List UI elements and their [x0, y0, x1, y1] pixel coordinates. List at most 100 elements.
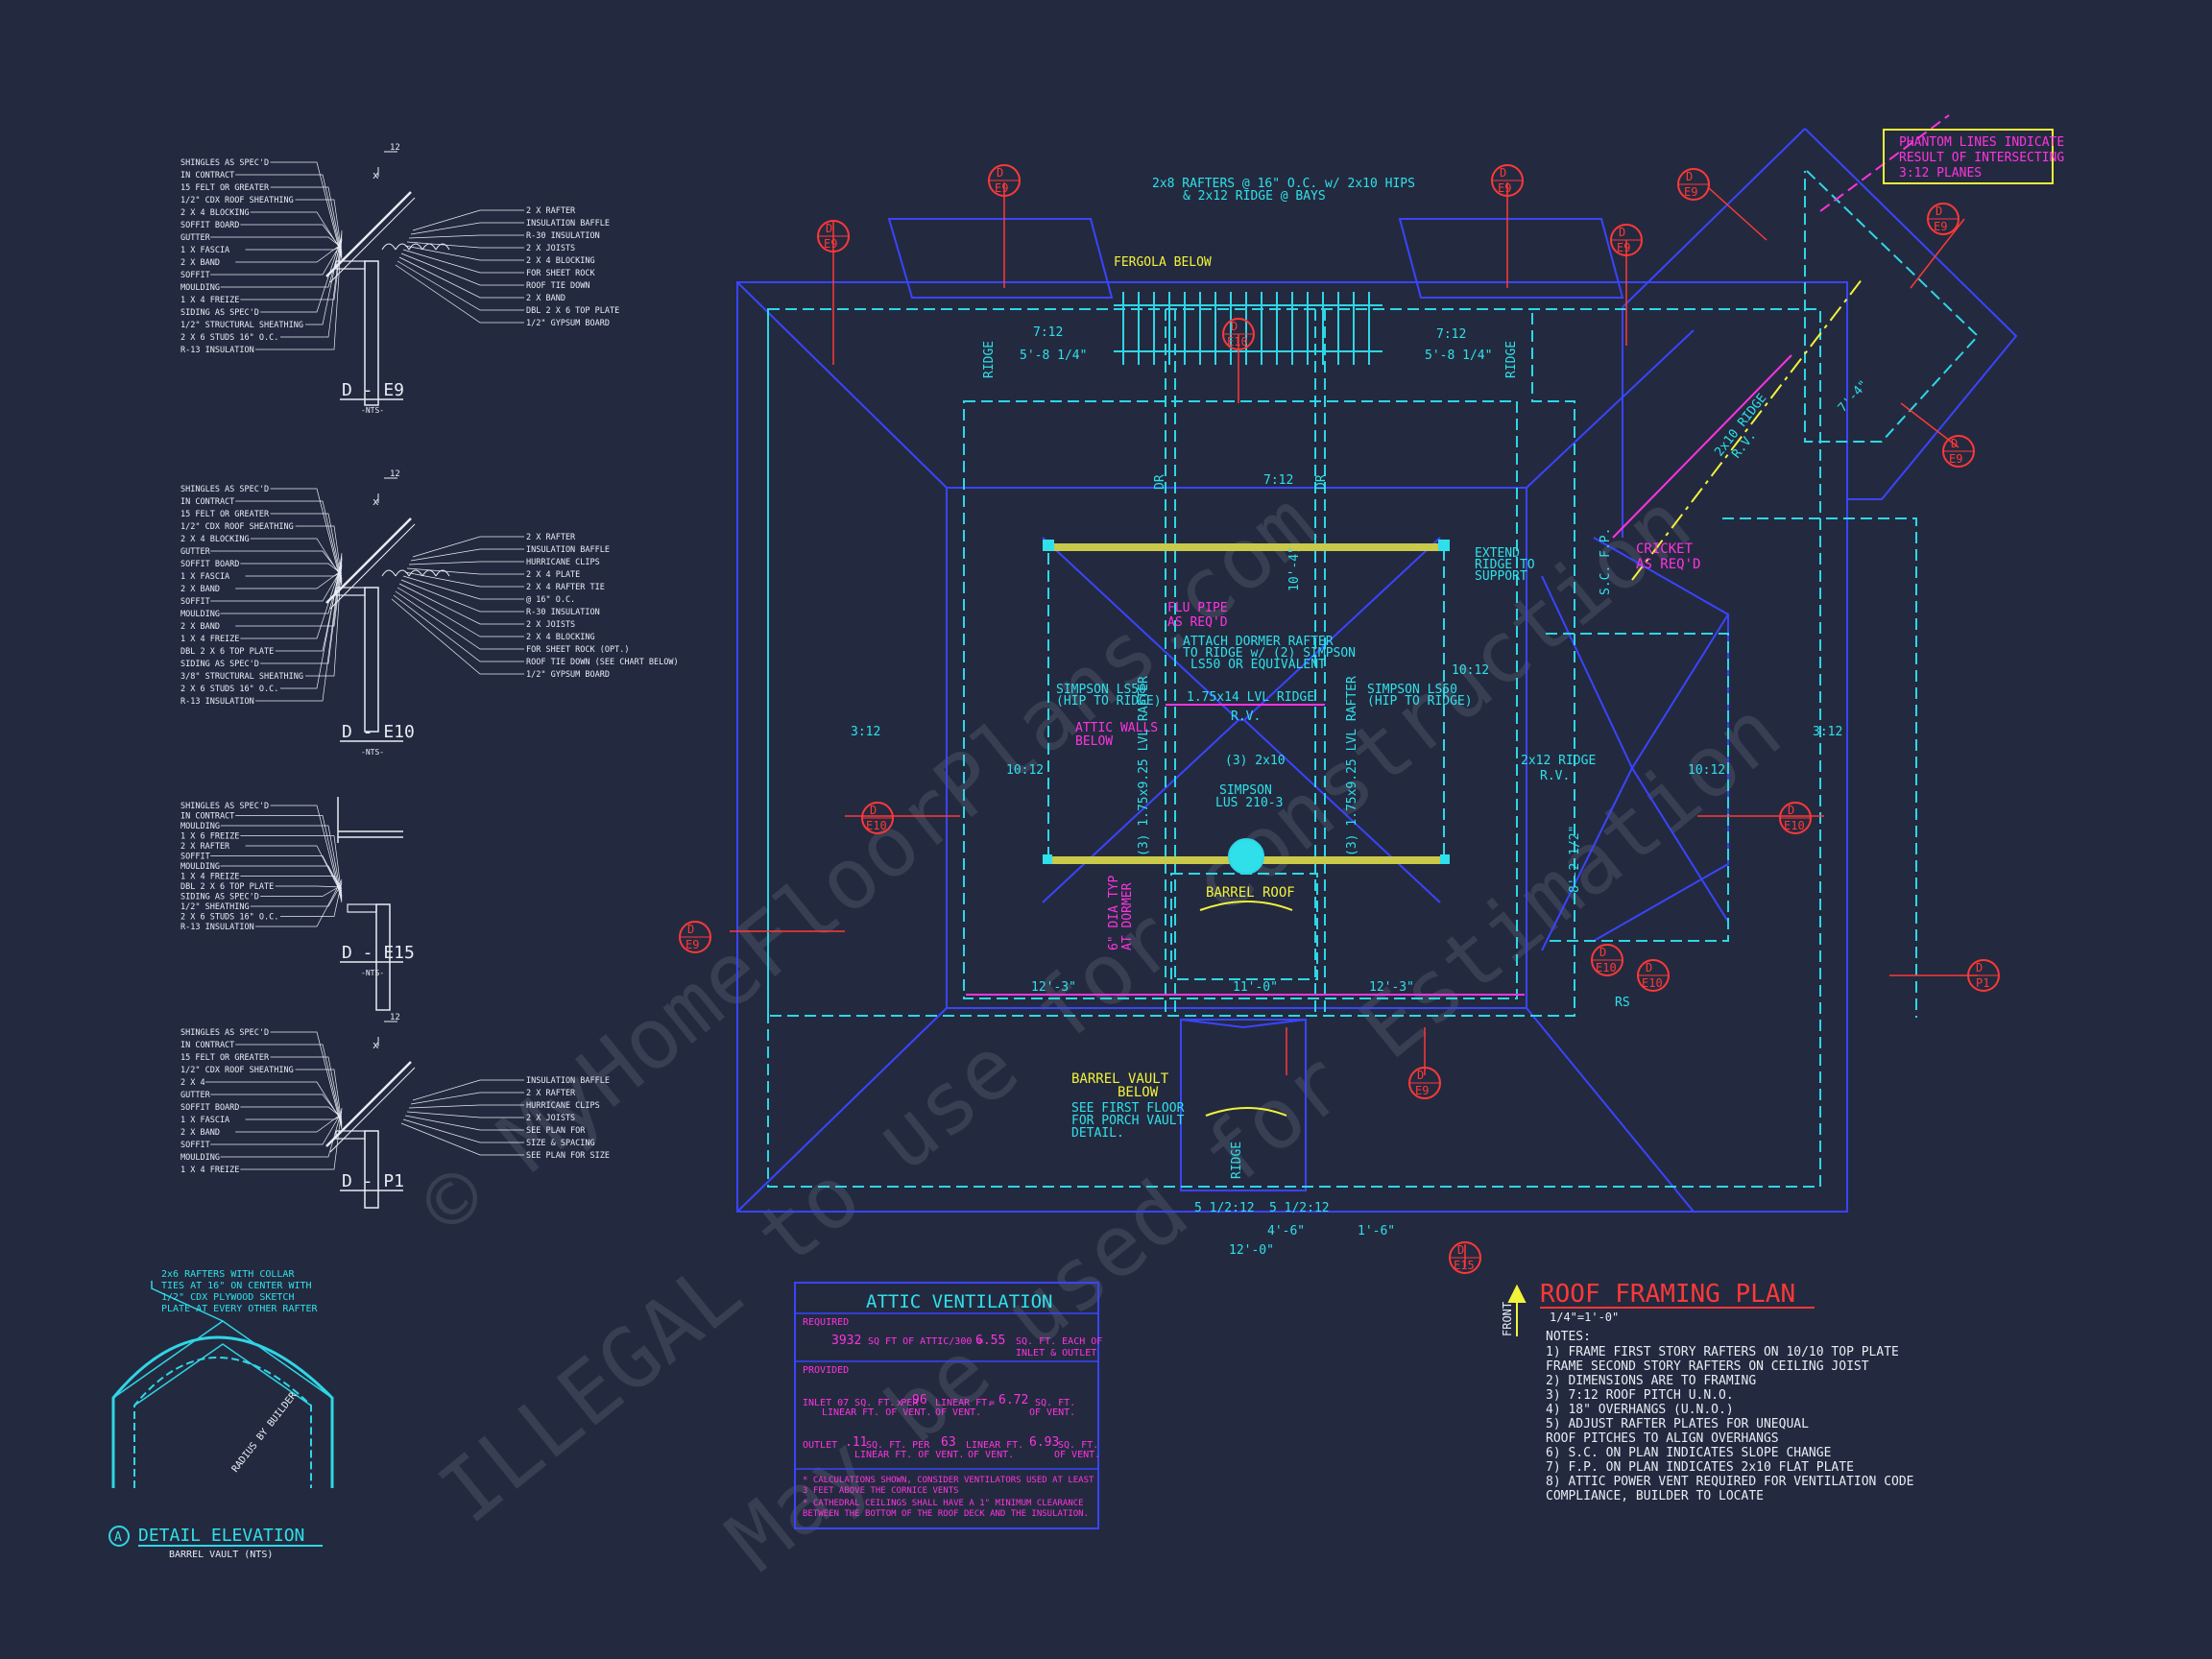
vent-outlet-val1: .11 [845, 1435, 867, 1450]
det-a-1: DET [1235, 844, 1258, 858]
leader-line [402, 1118, 524, 1143]
vent-req-text: SQ FT OF ATTIC/300 = [868, 1336, 983, 1347]
svg-text:D: D [1936, 204, 1942, 218]
svg-text:D: D [870, 804, 877, 817]
svg-text:E9: E9 [1617, 241, 1630, 254]
detail-label: MOULDING [180, 610, 220, 619]
detail-label: 2 X BAND [180, 1128, 220, 1138]
svg-text:E10: E10 [1227, 335, 1248, 349]
attach-dormer-2: TO RIDGE w/ (2) SIMPSON [1183, 646, 1356, 661]
notes-title: NOTES: [1546, 1330, 1591, 1344]
extend-ridge-3: SUPPORT [1475, 569, 1527, 584]
detail-label: 2 X BAND [526, 294, 565, 303]
svg-text:D: D [1686, 170, 1693, 183]
detail-label: SIDING AS SPEC'D [180, 660, 259, 669]
simpson-right-1: SIMPSON LS50 [1367, 683, 1457, 697]
detail-label: GUTTER [180, 1091, 211, 1100]
roof-right-wing [1622, 128, 2018, 538]
lvl-rafter-r: (3) 1.75x9.25 LVL RAFTER [1345, 676, 1359, 856]
svg-text:D: D [1599, 946, 1606, 959]
leader-line [235, 569, 343, 589]
leader-line [245, 1115, 343, 1120]
dim-d11: 7'-4" [1836, 378, 1871, 416]
svg-text:x: x [373, 1039, 379, 1051]
detail-label: 1/2" GYPSUM BOARD [526, 319, 610, 328]
vent-note2-2: BETWEEN THE BOTTOM OF THE ROOF DECK AND … [803, 1509, 1089, 1519]
detail-label: 2 X 4 BLOCKING [180, 208, 250, 218]
pitch-2: 7:12 [1436, 327, 1466, 342]
detail-label: DBL 2 X 6 TOP PLATE [180, 882, 274, 892]
detail-label: MOULDING [180, 822, 220, 831]
detail-label: SOFFIT BOARD [180, 221, 239, 230]
vent-outlet-res: 6.93 [1029, 1435, 1059, 1450]
vent-req-unit-2: INLET & OUTLET [1016, 1348, 1096, 1358]
dim-d9: 1'-6" [1358, 1224, 1395, 1238]
detail-label: INSULATION BAFFLE [526, 219, 610, 228]
leader-line [270, 1056, 343, 1126]
svg-text:12: 12 [390, 1013, 400, 1022]
leader-line [412, 536, 524, 558]
leader-line [255, 229, 343, 350]
svg-text:D: D [826, 222, 832, 235]
svg-text:E9: E9 [685, 938, 699, 951]
vent-req-value: 3932 [831, 1334, 861, 1348]
note-1: 1) FRAME FIRST STORY RAFTERS ON 10/10 TO… [1546, 1345, 1899, 1359]
detail-label: SOFFIT [180, 1141, 210, 1150]
dim-d4: 11'-0" [1233, 980, 1278, 995]
leader-line [305, 233, 343, 325]
leader-line [406, 567, 524, 575]
det-a-2: A [1242, 857, 1250, 872]
note-8b: COMPLIANCE, BUILDER TO LOCATE [1546, 1489, 1764, 1503]
dormer-2: AT DORMER [1120, 882, 1135, 950]
elev-note-4: PLATE AT EVERY OTHER RAFTER [161, 1304, 319, 1314]
detail-label: SHINGLES AS SPEC'D [180, 802, 269, 811]
bubble-e9-6: DE9 [1408, 1067, 1441, 1099]
detail-label: SOFFIT [180, 853, 210, 862]
detail-nts: -NTS- [361, 406, 384, 415]
leader-line [250, 882, 343, 907]
detail-label: 1 X FASCIA [180, 572, 229, 582]
vent-outlet-sqr: SQ. FT. [1058, 1440, 1098, 1451]
leader-line [395, 590, 524, 650]
bubble-e9-2: DE9 [1491, 164, 1524, 197]
attic-walls-2: BELOW [1075, 734, 1113, 749]
dr-1: DR [1153, 474, 1167, 490]
detail-label: SIDING AS SPEC'D [180, 308, 259, 318]
detail-label: R-13 INSULATION [180, 697, 254, 707]
detail-label: HURRICANE CLIPS [526, 1101, 600, 1111]
vent-title: ATTIC VENTILATION [866, 1291, 1052, 1312]
cricket-2: AS REQ'D [1636, 557, 1700, 572]
leader-line [270, 1031, 343, 1130]
svg-text:E10: E10 [1784, 819, 1805, 832]
vent-provided: PROVIDED [803, 1365, 849, 1376]
detail-label: SHINGLES AS SPEC'D [180, 1028, 269, 1038]
sc-fp: S.C. F.P. [1599, 528, 1613, 595]
detail-label: 1/2" CDX ROOF SHEATHING [180, 1066, 294, 1075]
detail-label: INSULATION BAFFLE [526, 1076, 610, 1086]
post-br [1440, 854, 1450, 864]
vent-outlet-of: OF VENT. [968, 1450, 1014, 1460]
detail-label: GUTTER [180, 547, 211, 557]
leader-line [210, 1111, 343, 1145]
detail-label: 2 X 4 RAFTER TIE [526, 583, 605, 592]
leader-line [400, 579, 524, 613]
barrel-vault-arc [1205, 1107, 1287, 1117]
bubble-e9-1: DE9 [988, 164, 1021, 197]
detail-label: 2 X JOISTS [526, 620, 575, 630]
detail-label: 2 X BAND [180, 622, 220, 632]
detail-label: 1/2" GYPSUM BOARD [526, 670, 610, 680]
front-label: FRONT [1501, 1302, 1514, 1336]
ridge-2x12: 2x12 RIDGE [1521, 754, 1596, 768]
barrel-roof: BARREL ROOF [1206, 885, 1295, 901]
svg-text:D: D [1619, 226, 1625, 239]
detail-label: SIZE & SPACING [526, 1139, 595, 1148]
leader-line [240, 224, 343, 251]
detail-label: ROOF TIE DOWN (SEE CHART BELOW) [526, 658, 679, 667]
leader-line [210, 550, 343, 577]
leader-line [235, 1044, 343, 1128]
leader-line [408, 234, 524, 239]
detail-label: @ 16" O.C. [526, 595, 575, 605]
